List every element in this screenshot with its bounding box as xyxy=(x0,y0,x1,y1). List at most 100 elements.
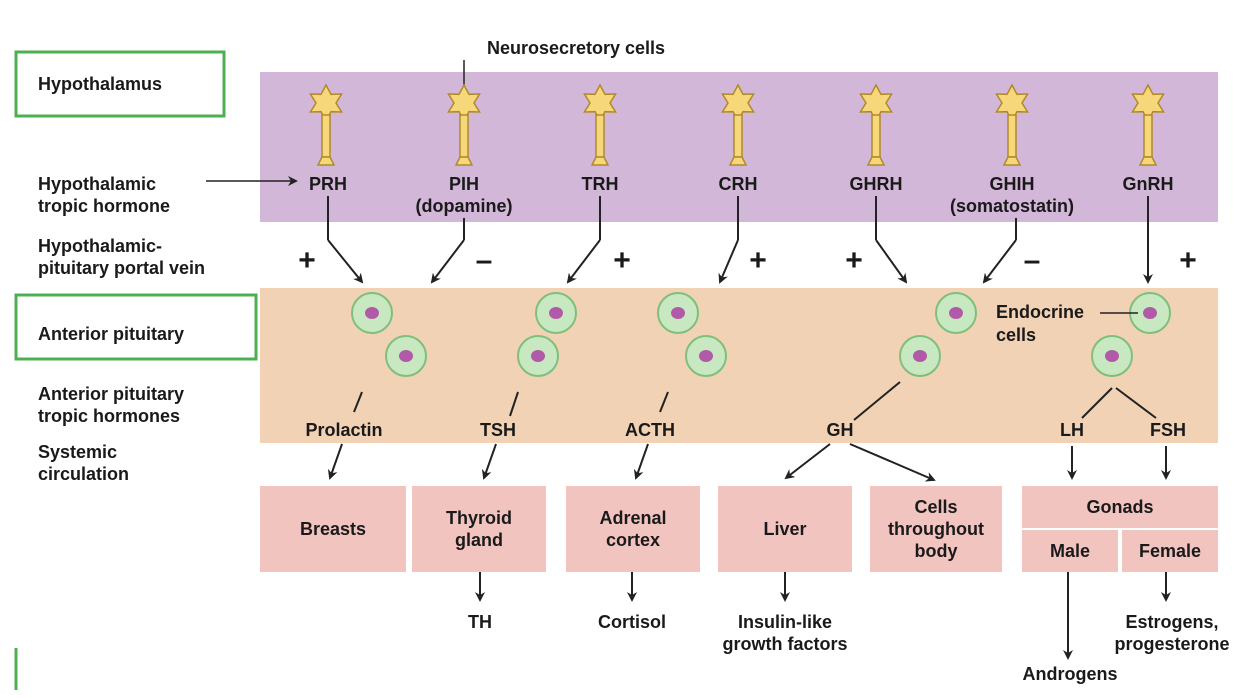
target-label: Liver xyxy=(763,519,806,539)
cell-to-hormone-line xyxy=(659,391,669,413)
target-label: Cells xyxy=(914,497,957,517)
target-box xyxy=(566,486,700,572)
target-label: cortex xyxy=(606,530,660,550)
cell-to-hormone-line xyxy=(353,391,363,413)
neuron-icon xyxy=(583,83,617,166)
releasing-hormone-label: TRH xyxy=(582,174,619,194)
effect-sign: + xyxy=(298,244,316,277)
target-label: gland xyxy=(455,530,503,550)
neuron-axon xyxy=(459,114,469,158)
endocrine-cell-icon xyxy=(535,292,577,334)
cell-nucleus xyxy=(949,307,963,319)
neuron-icon xyxy=(309,83,343,166)
releasing-hormone-label: PIH xyxy=(449,174,479,194)
neurosecretory-cells-label: Neurosecretory cells xyxy=(487,38,665,58)
releasing-hormone-label: (dopamine) xyxy=(416,196,513,216)
neuron-icon xyxy=(721,83,755,166)
target-label: Gonads xyxy=(1086,497,1153,517)
endocrine-cell-icon xyxy=(685,335,727,377)
releasing-hormone-label: GHRH xyxy=(850,174,903,194)
endocrine-cell-icon xyxy=(385,335,427,377)
neuron-icon xyxy=(447,83,481,166)
endocrine-cell-icon xyxy=(935,292,977,334)
target-label: Adrenal xyxy=(599,508,666,528)
hypothalamic-tropic-hormone-label-line1: Hypothalamic xyxy=(38,174,156,194)
pituitary-tropic-hormones-label-line1: Anterior pituitary xyxy=(38,384,184,404)
target-label: Male xyxy=(1050,541,1090,561)
neuron-axon xyxy=(595,114,605,158)
releasing-hormone-labels: PRH PIH(dopamine) TRH CRH GHRH GHIH(somatosta… xyxy=(309,174,1174,216)
cell-nucleus xyxy=(1105,350,1119,362)
product-label: Estrogens, xyxy=(1125,612,1218,632)
product-label: Cortisol xyxy=(598,612,666,632)
product-label: progesterone xyxy=(1114,634,1229,654)
neuron-icon xyxy=(995,83,1029,166)
product-label: growth factors xyxy=(722,634,847,654)
product-label: TH xyxy=(468,612,492,632)
target-label: Breasts xyxy=(300,519,366,539)
releasing-hormone-label: CRH xyxy=(719,174,758,194)
cell-to-hormone-line xyxy=(853,381,901,421)
cell-nucleus xyxy=(699,350,713,362)
systemic-circulation-label-line2: circulation xyxy=(38,464,129,484)
releasing-hormone-label: (somatostatin) xyxy=(950,196,1074,216)
target-organs-group: BreastsThyroidglandAdrenalcortexLiverCel… xyxy=(260,486,1218,572)
neuron-terminal xyxy=(454,156,474,166)
portal-arrows-group xyxy=(327,196,1153,284)
cell-nucleus xyxy=(671,307,685,319)
releasing-hormone-label: PRH xyxy=(309,174,347,194)
anterior-pituitary-frame xyxy=(14,293,258,361)
neuron-axon xyxy=(321,114,331,158)
cell-nucleus xyxy=(365,307,379,319)
pituitary-hormone-label: ACTH xyxy=(625,420,675,440)
endocrine-cells-label-line1: Endocrine xyxy=(996,302,1084,322)
target-box xyxy=(718,486,852,572)
cell-nucleus xyxy=(1143,307,1157,319)
neuron-terminal xyxy=(866,156,886,166)
target-box xyxy=(412,486,546,572)
target-box xyxy=(870,486,1002,572)
portal-arrow-icon xyxy=(566,239,601,284)
target-box xyxy=(260,486,406,572)
portal-vein-label-line2: pituitary portal vein xyxy=(38,258,205,278)
anterior-pituitary-label: Anterior pituitary xyxy=(38,324,184,344)
portal-arrow-icon xyxy=(875,239,908,284)
hypothalamus-label: Hypothalamus xyxy=(38,74,162,94)
hypothalamic-tropic-hormone-label-line2: tropic hormone xyxy=(38,196,170,216)
neuron-terminal xyxy=(728,156,748,166)
portal-arrow-icon xyxy=(982,239,1017,284)
neuron-icon xyxy=(1131,83,1165,166)
target-label: Female xyxy=(1139,541,1201,561)
endocrine-cell-icon xyxy=(1091,335,1133,377)
portal-arrow-icon xyxy=(327,239,364,284)
cell-nucleus xyxy=(399,350,413,362)
cell-nucleus xyxy=(531,350,545,362)
hormone-arrow-icon xyxy=(633,443,649,480)
neurosecretory-cells-group xyxy=(309,83,1165,166)
hormone-arrow-icon xyxy=(327,443,343,480)
product-label: Androgens xyxy=(1022,664,1117,684)
pituitary-hormone-label: TSH xyxy=(480,420,516,440)
releasing-hormone-label: GHIH xyxy=(990,174,1035,194)
endocrine-cell-icon xyxy=(657,292,699,334)
cell-to-hormone-line xyxy=(1115,387,1157,419)
effect-sign: + xyxy=(1179,244,1197,277)
neuron-terminal xyxy=(316,156,336,166)
neuron-terminal xyxy=(1002,156,1022,166)
target-box xyxy=(1022,486,1218,528)
neuron-axon xyxy=(733,114,743,158)
target-label: throughout xyxy=(888,519,984,539)
cell-nucleus xyxy=(549,307,563,319)
pituitary-hormone-label: FSH xyxy=(1150,420,1186,440)
systemic-circulation-label-line1: Systemic xyxy=(38,442,117,462)
target-box xyxy=(1122,530,1218,572)
endocrine-cell-icon xyxy=(899,335,941,377)
effect-sign: + xyxy=(613,244,631,277)
effect-signs-group: +–+++–+ xyxy=(298,244,1197,277)
neuron-axon xyxy=(1007,114,1017,158)
hypothalamus-frame xyxy=(14,50,226,118)
endocrine-cell-icon xyxy=(517,335,559,377)
target-label: body xyxy=(915,541,958,561)
